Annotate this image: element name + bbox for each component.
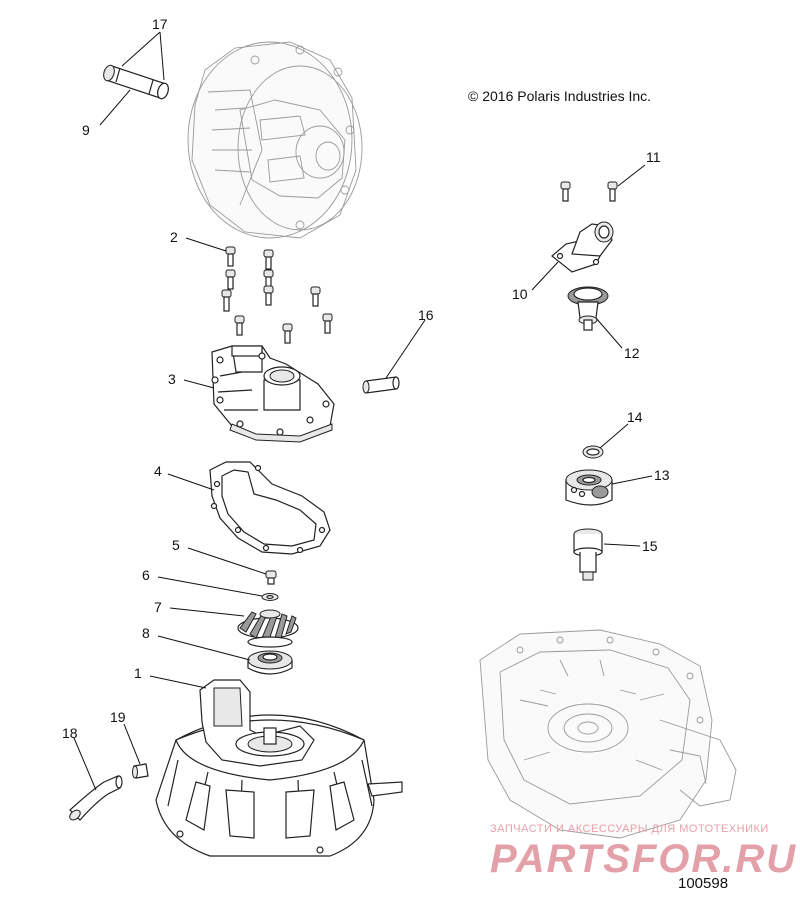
callout-10: 10 xyxy=(512,286,528,302)
gasket-part-4[interactable] xyxy=(209,461,331,555)
callout-5: 5 xyxy=(172,537,180,553)
o-ring-part-14[interactable] xyxy=(582,445,604,459)
thermostat-part-12[interactable] xyxy=(567,286,609,331)
callout-14: 14 xyxy=(627,409,643,425)
bolt-part-11-b[interactable] xyxy=(607,181,618,202)
nut-part-5[interactable] xyxy=(265,570,277,585)
callout-15: 15 xyxy=(642,538,658,554)
watermark-logo-text: PARTSFOR.RU xyxy=(490,837,797,881)
callout-16: 16 xyxy=(418,307,434,323)
callout-3: 3 xyxy=(168,371,176,387)
impeller-part-7[interactable] xyxy=(237,609,299,648)
watermark-tagline: ЗАПЧАСТИ И АКСЕССУАРЫ ДЛЯ МОТОТЕХНИКИ xyxy=(490,823,769,835)
callout-17: 17 xyxy=(152,16,168,32)
callout-8: 8 xyxy=(142,625,150,641)
callout-18: 18 xyxy=(62,725,78,741)
callout-4: 4 xyxy=(154,463,162,479)
copyright-text: © 2016 Polaris Industries Inc. xyxy=(468,88,651,104)
callout-6: 6 xyxy=(142,567,150,583)
callout-7: 7 xyxy=(154,599,162,615)
water-pump-seal-part-8[interactable] xyxy=(247,650,293,675)
clutch-cover-ghost xyxy=(187,41,363,239)
callout-9: 9 xyxy=(82,122,90,138)
callout-12: 12 xyxy=(624,345,640,361)
bolt-part-11-a[interactable] xyxy=(560,181,571,202)
thermostat-housing-part-10[interactable] xyxy=(551,221,614,273)
dowel-pin-part-16[interactable] xyxy=(362,376,400,394)
washer-part-6[interactable] xyxy=(261,593,279,601)
bolt-set-part-2[interactable] xyxy=(221,246,333,344)
water-pump-housing-part-1[interactable] xyxy=(155,679,403,857)
water-pump-cover-part-3[interactable] xyxy=(211,345,335,443)
fitting-part-19[interactable] xyxy=(132,763,149,779)
callout-13: 13 xyxy=(654,467,670,483)
pump-shaft-part-15[interactable] xyxy=(573,528,603,581)
coolant-tube-part-9[interactable] xyxy=(102,64,170,100)
hose-part-18[interactable] xyxy=(68,775,123,822)
diagram-reference-number: 100598 xyxy=(678,875,728,892)
callout-2: 2 xyxy=(170,229,178,245)
callout-11: 11 xyxy=(646,149,661,165)
watermark: ЗАПЧАСТИ И АКСЕССУАРЫ ДЛЯ МОТОТЕХНИКИ PA… xyxy=(490,823,797,881)
callout-1: 1 xyxy=(134,665,142,681)
callout-19: 19 xyxy=(110,709,126,725)
bearing-part-13[interactable] xyxy=(565,469,613,506)
crankcase-ghost xyxy=(479,629,737,839)
